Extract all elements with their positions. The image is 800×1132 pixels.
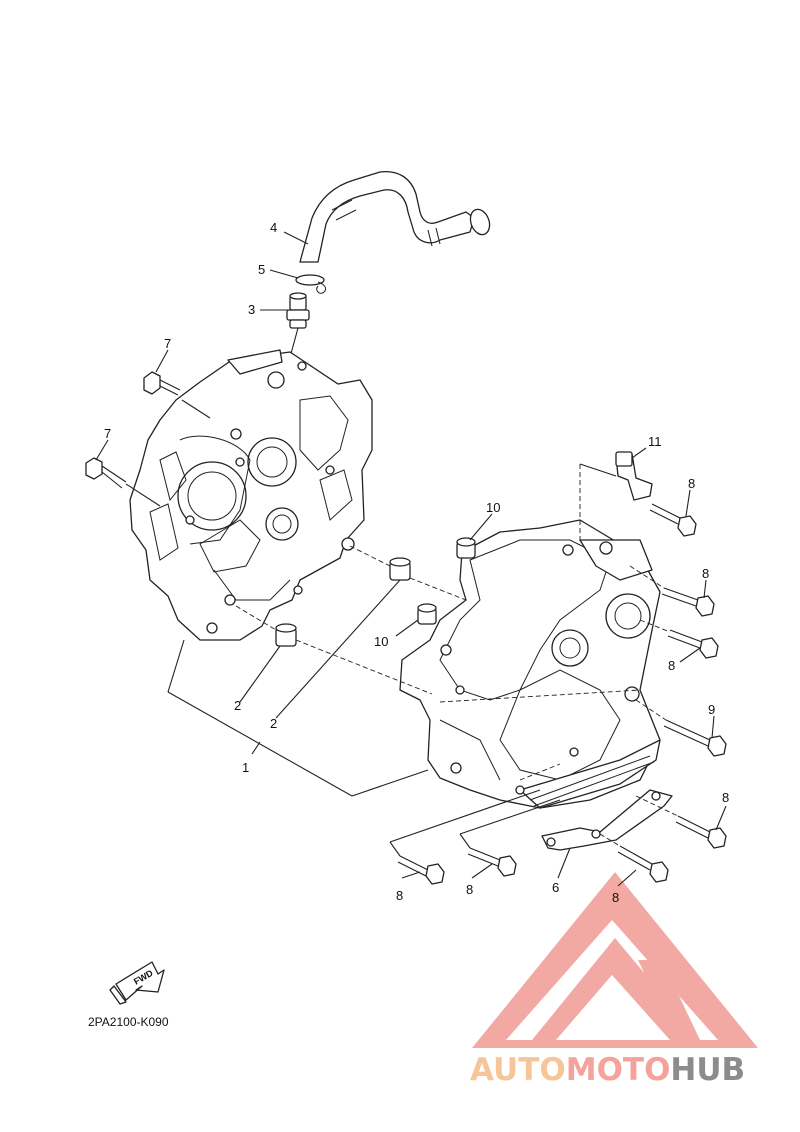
bolt-8-mid bbox=[661, 587, 715, 617]
left-crankcase bbox=[129, 349, 373, 641]
callout-8-bottom-right: 8 bbox=[612, 890, 619, 905]
hose-clip bbox=[295, 274, 327, 294]
callout-2-left: 2 bbox=[234, 698, 241, 713]
dowel-sleeves bbox=[417, 537, 476, 625]
breather-hose bbox=[299, 170, 491, 263]
right-crankcase bbox=[399, 519, 661, 809]
breather-fitting bbox=[285, 292, 310, 373]
bolt-7-lower bbox=[85, 457, 127, 489]
callout-6: 6 bbox=[552, 880, 559, 895]
callout-5: 5 bbox=[258, 262, 265, 277]
bolt-8-bottom-right bbox=[617, 845, 669, 883]
callout-7-upper: 7 bbox=[164, 336, 171, 351]
callout-4: 4 bbox=[270, 220, 277, 235]
callout-3: 3 bbox=[248, 302, 255, 317]
watermark-auto: AUTO bbox=[470, 1052, 566, 1088]
bolt-8-right bbox=[675, 815, 727, 849]
callout-2-right: 2 bbox=[270, 716, 277, 731]
callout-8-right: 8 bbox=[722, 790, 729, 805]
callout-1: 1 bbox=[242, 760, 249, 775]
callout-10-lower: 10 bbox=[374, 634, 388, 649]
callout-10-upper: 10 bbox=[486, 500, 500, 515]
callout-8-top: 8 bbox=[688, 476, 695, 491]
bolt-7-upper bbox=[143, 371, 181, 396]
diagram-code: 2PA2100-K090 bbox=[88, 1015, 169, 1029]
bolt-8-bottom-left bbox=[397, 855, 445, 885]
bracket bbox=[615, 451, 653, 501]
callout-8-lowermid: 8 bbox=[668, 658, 675, 673]
callout-numbers: 1 2 2 3 4 5 6 7 7 8 8 8 8 8 8 8 9 10 10 … bbox=[104, 220, 729, 905]
chain-guide bbox=[541, 789, 673, 851]
watermark-logo bbox=[472, 872, 758, 1048]
assembly-lines bbox=[125, 399, 679, 857]
callout-8-bottom-left: 8 bbox=[396, 888, 403, 903]
callout-8-bottom-mid: 8 bbox=[466, 882, 473, 897]
watermark-text: AUTOMOTOHUB bbox=[470, 1052, 745, 1088]
fwd-arrow-icon: FWD bbox=[109, 961, 165, 1005]
bolt-8-bottom-mid bbox=[467, 847, 517, 877]
callout-9: 9 bbox=[708, 702, 715, 717]
bolt-9 bbox=[663, 719, 727, 757]
leader-lines bbox=[95, 231, 727, 887]
callout-8-mid: 8 bbox=[702, 566, 709, 581]
dowel-pins bbox=[275, 557, 411, 647]
callout-11: 11 bbox=[648, 434, 662, 449]
watermark-moto: MOTO bbox=[566, 1052, 671, 1088]
watermark-hub: HUB bbox=[670, 1052, 745, 1088]
callout-7-lower: 7 bbox=[104, 426, 111, 441]
bolt-8-top bbox=[649, 503, 697, 537]
bolt-8-lowermid bbox=[667, 629, 719, 659]
